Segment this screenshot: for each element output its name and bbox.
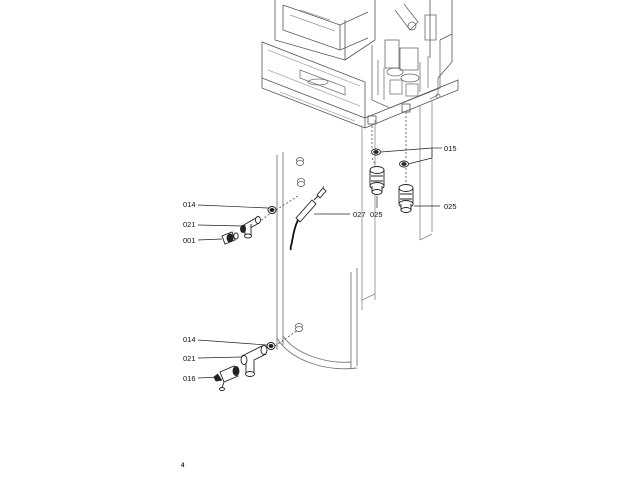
upper-washer xyxy=(267,206,277,214)
upper-tee-fitting xyxy=(240,216,261,239)
label-014-lower: 014 xyxy=(183,335,196,344)
label-025-right: 025 xyxy=(444,202,457,211)
label-021-upper: 021 xyxy=(183,220,196,229)
temperature-sensor xyxy=(289,187,327,251)
leader-lines xyxy=(197,147,442,379)
cylinder-sockets xyxy=(295,157,305,332)
storage-cylinder xyxy=(276,152,358,370)
label-001: 001 xyxy=(183,236,196,245)
label-015: 015 xyxy=(444,144,457,153)
label-014-upper: 014 xyxy=(183,200,196,209)
page-number: 4 xyxy=(181,463,185,469)
label-027: 027 xyxy=(353,210,366,219)
center-union-connector xyxy=(369,166,385,195)
seal-washers xyxy=(371,148,409,168)
label-025-mid: 025 xyxy=(370,210,383,219)
boiler-unit xyxy=(261,0,459,129)
mounting-frame-rails xyxy=(361,100,433,310)
label-016: 016 xyxy=(183,374,196,383)
drain-valve xyxy=(213,365,240,391)
lower-tee-fitting xyxy=(240,345,268,377)
assembly-dash-lines xyxy=(247,112,407,356)
label-021-lower: 021 xyxy=(183,354,196,363)
lower-washer xyxy=(266,342,276,350)
right-union-connector xyxy=(398,184,414,213)
drain-plug xyxy=(221,231,239,245)
